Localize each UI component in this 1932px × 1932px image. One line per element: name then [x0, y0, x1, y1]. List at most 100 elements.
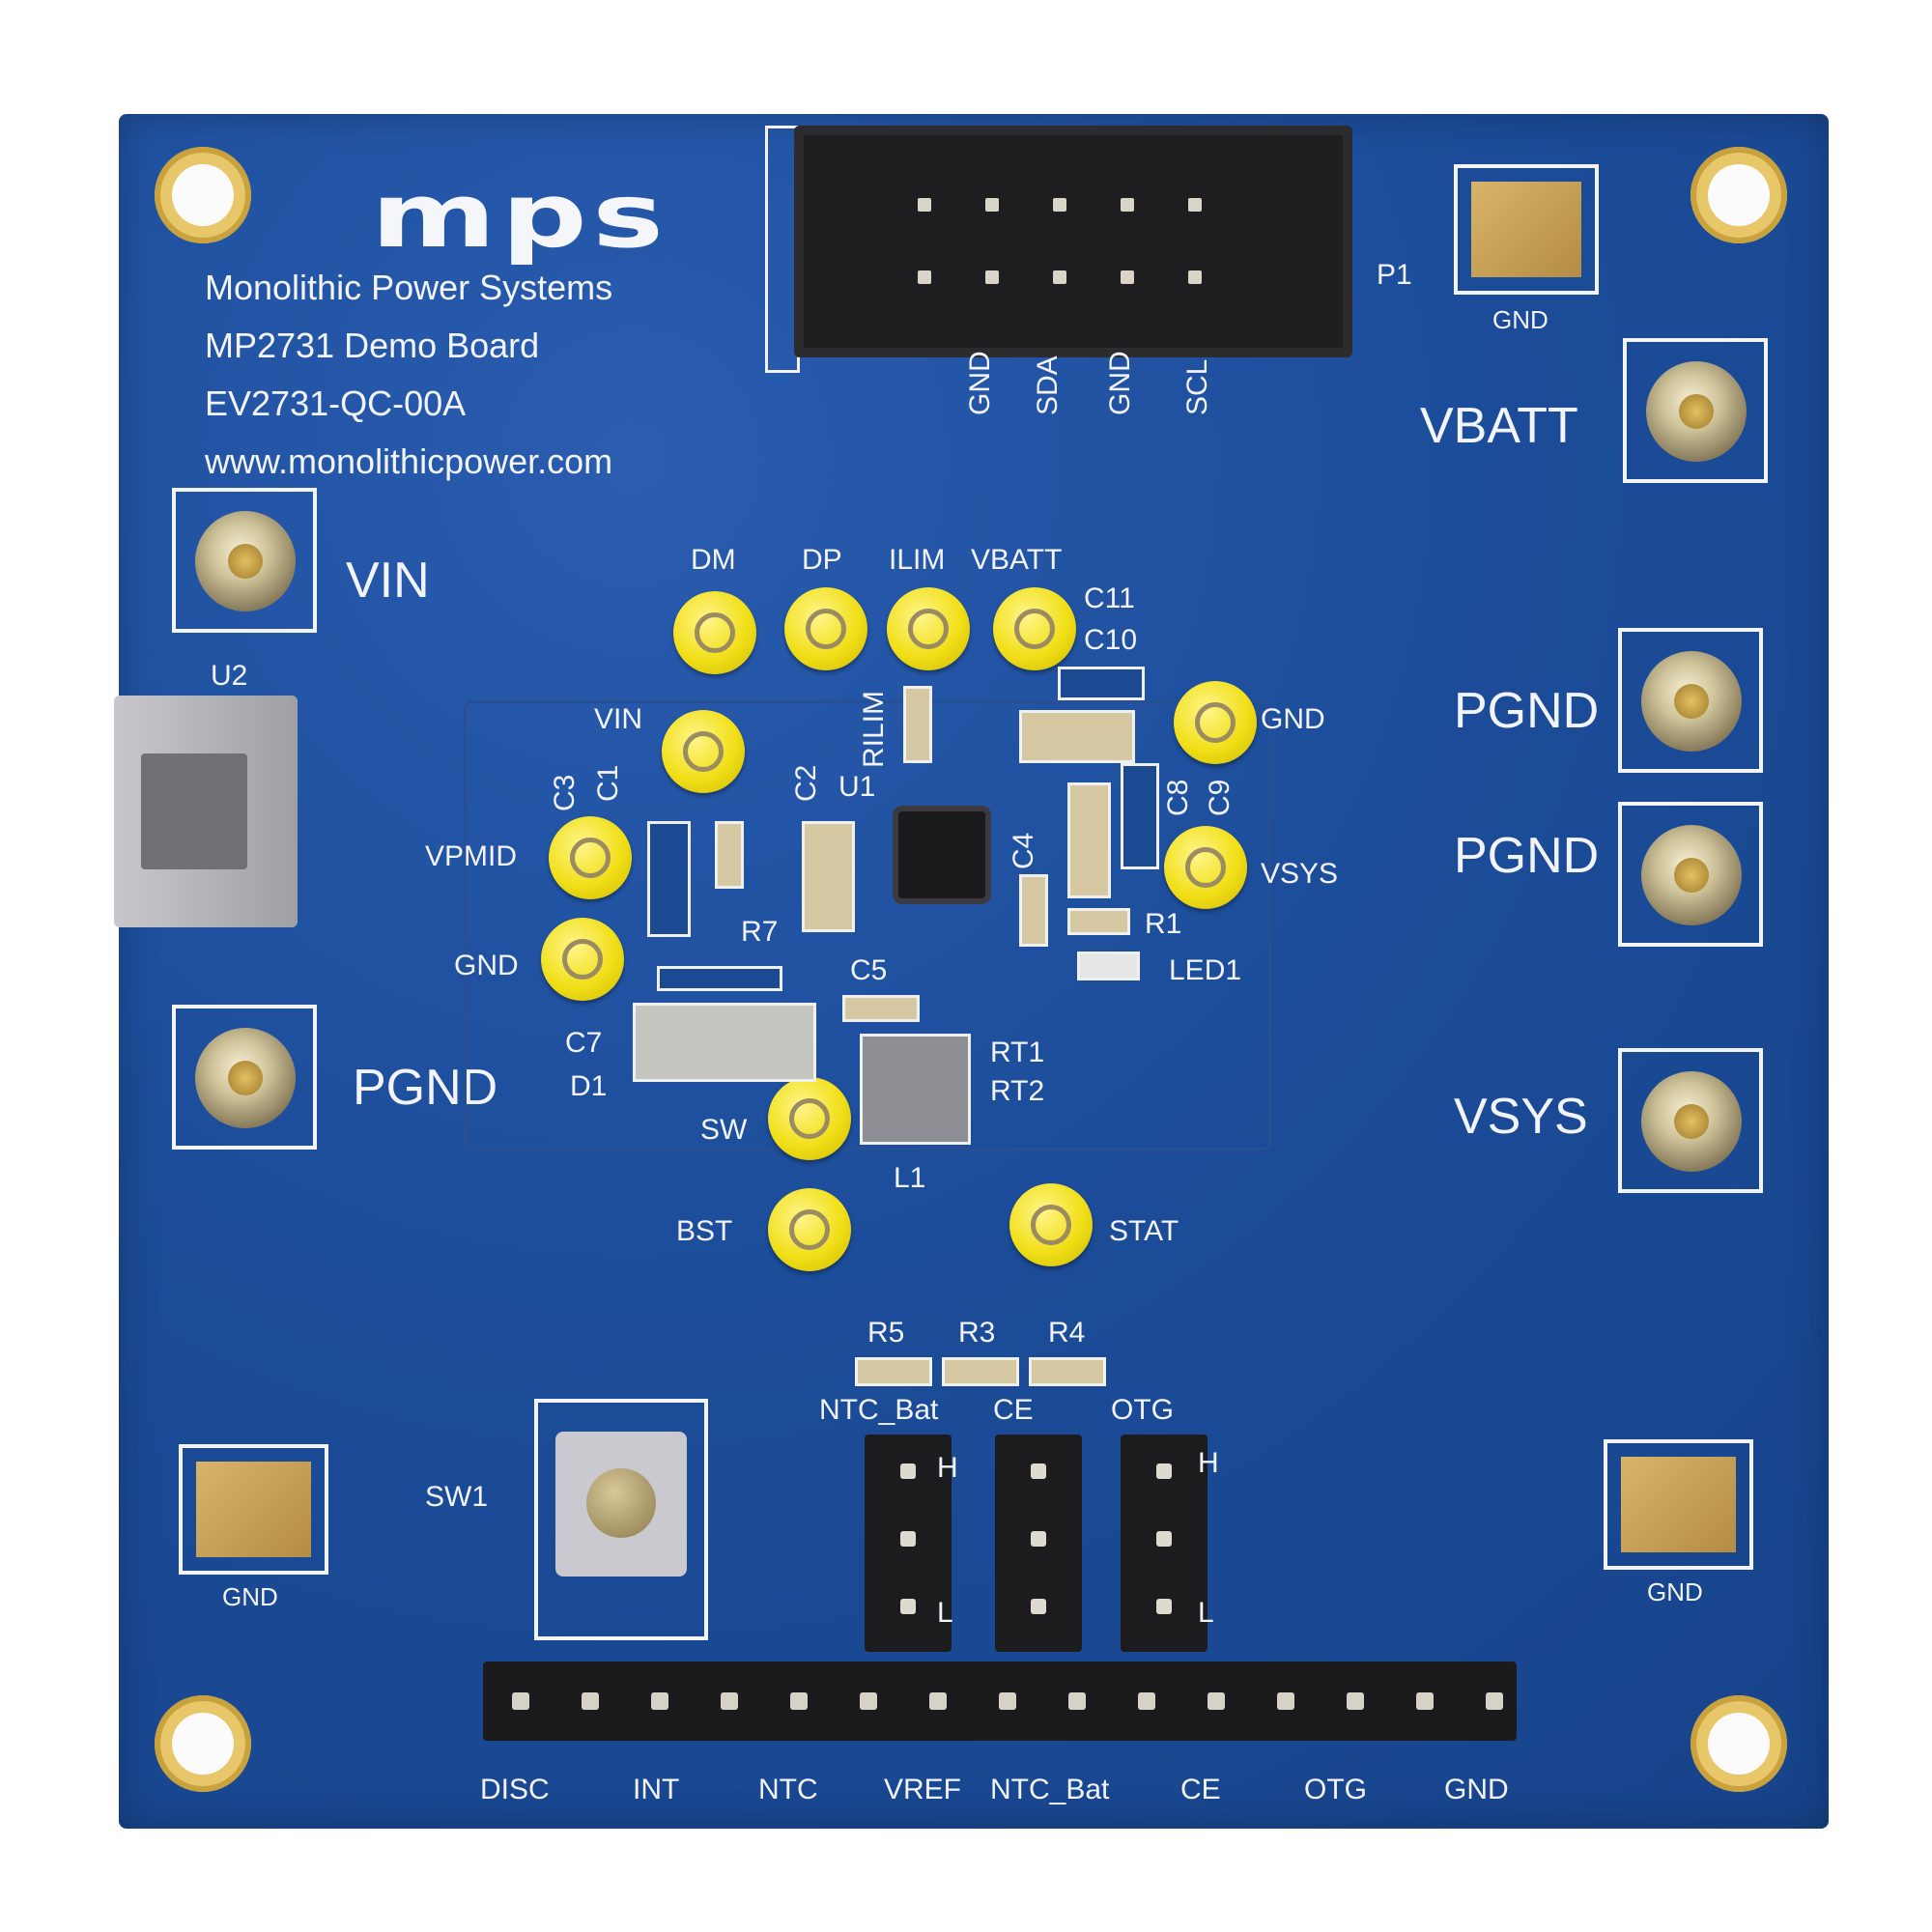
header-pin-int: INT [633, 1774, 680, 1805]
usb-connector[interactable] [114, 696, 298, 927]
test-point-dp[interactable] [784, 587, 867, 670]
d1-diode [633, 1003, 816, 1082]
vin-terminal[interactable] [172, 488, 317, 633]
u1-label: U1 [838, 771, 876, 803]
mounting-hole-bottom-left [155, 1695, 251, 1792]
test-point-ilim[interactable] [887, 587, 970, 670]
p1-pin-gnd-2: GND [1104, 351, 1136, 415]
r7-label: R7 [741, 916, 779, 948]
r5-label: R5 [867, 1317, 905, 1349]
board-url: www.monolithicpower.com [205, 441, 613, 481]
r3-label: R3 [958, 1317, 996, 1349]
test-point-vpmid[interactable] [549, 816, 632, 899]
c8-capacitor [1067, 782, 1111, 898]
header-pin-vref: VREF [884, 1774, 962, 1805]
gnd-pad-bottom-left[interactable] [179, 1444, 328, 1575]
jp2-jumper[interactable] [995, 1435, 1082, 1652]
test-point-vsys[interactable] [1164, 826, 1247, 909]
gnd-pad-top-label: GND [1492, 305, 1548, 334]
c5-capacitor [842, 995, 920, 1022]
pgnd-terminal-right-1-label: PGND [1454, 683, 1600, 739]
test-point-gnd-right-label: GND [1261, 703, 1325, 735]
p1-pin-sda: SDA [1032, 355, 1064, 415]
d1-label: D1 [570, 1070, 608, 1102]
header-pin-disc: DISC [480, 1774, 550, 1805]
c11-label: C11 [1084, 582, 1135, 614]
test-point-vin[interactable] [662, 710, 745, 793]
c1-capacitor [715, 821, 744, 889]
p1-label: P1 [1377, 259, 1412, 291]
pcb-board [119, 114, 1829, 1829]
vsys-terminal[interactable] [1618, 1048, 1763, 1193]
jp3-label: OTG [1111, 1394, 1174, 1426]
test-point-bst[interactable] [768, 1188, 851, 1271]
rt1-label: RT1 [990, 1037, 1045, 1068]
board-part-number: EV2731-QC-00A [205, 384, 467, 423]
test-point-vbatt[interactable] [993, 587, 1076, 670]
c4-capacitor [1019, 874, 1048, 947]
board-name: MP2731 Demo Board [205, 326, 540, 365]
jp1-h-label: H [937, 1452, 958, 1484]
mounting-hole-bottom-right [1690, 1695, 1787, 1792]
test-point-gnd-left[interactable] [541, 918, 624, 1001]
vbatt-terminal-label: VBATT [1420, 398, 1578, 454]
mounting-hole-top-left [155, 147, 251, 243]
u2-label: U2 [211, 660, 248, 692]
p1-pin-gnd-1: GND [964, 351, 996, 415]
sw1-pushbutton[interactable] [534, 1399, 708, 1640]
jp1-l-label: L [937, 1597, 953, 1629]
vsys-terminal-label: VSYS [1454, 1089, 1588, 1145]
test-point-gnd-left-label: GND [454, 950, 519, 981]
test-point-stat[interactable] [1009, 1183, 1093, 1266]
p1-pin-scl: SCL [1181, 358, 1213, 415]
gnd-pad-bottom-left-label: GND [222, 1582, 278, 1611]
jp3-jumper[interactable] [1121, 1435, 1208, 1652]
pgnd-terminal-right-2[interactable] [1618, 802, 1763, 947]
header-pin-ntc: NTC [758, 1774, 818, 1805]
pgnd-terminal-right-1[interactable] [1618, 628, 1763, 773]
r5-resistor [855, 1357, 932, 1386]
test-point-ilim-label: ILIM [889, 544, 946, 576]
test-point-gnd-right[interactable] [1174, 681, 1257, 764]
signal-header[interactable] [483, 1662, 1517, 1741]
gnd-pad-top[interactable] [1454, 164, 1599, 295]
c2-capacitor [802, 821, 855, 932]
jp2-label: CE [993, 1394, 1034, 1426]
jp3-l-label: L [1198, 1597, 1214, 1629]
l1-inductor [860, 1034, 971, 1145]
header-pin-gnd: GND [1444, 1774, 1509, 1805]
header-pin-ce: CE [1180, 1774, 1221, 1805]
c4-label: C4 [1008, 832, 1039, 869]
test-point-dm[interactable] [673, 591, 756, 674]
jp3-h-label: H [1198, 1447, 1219, 1479]
c10-label: C10 [1084, 624, 1138, 656]
led1-label: LED1 [1169, 954, 1242, 986]
test-point-bst-label: BST [676, 1215, 733, 1247]
r3-resistor [942, 1357, 1019, 1386]
c9-capacitor [1121, 763, 1159, 869]
rilim-label: RILIM [858, 690, 890, 768]
test-point-dp-label: DP [802, 544, 842, 576]
rilim-resistor [903, 686, 932, 763]
gnd-pad-bottom-right-label: GND [1647, 1577, 1703, 1606]
c5-label: C5 [850, 954, 888, 986]
r1-label: R1 [1145, 908, 1182, 940]
led1 [1077, 952, 1140, 980]
jp1-label: NTC_Bat [819, 1394, 939, 1426]
c9-label: C9 [1204, 779, 1236, 816]
test-point-vpmid-label: VPMID [425, 840, 518, 872]
gnd-pad-bottom-right[interactable] [1604, 1439, 1753, 1570]
c7-label: C7 [565, 1027, 603, 1059]
r4-resistor [1029, 1357, 1106, 1386]
jp1-jumper[interactable] [865, 1435, 952, 1652]
p1-header[interactable] [794, 126, 1352, 357]
test-point-sw[interactable] [768, 1077, 851, 1160]
test-point-sw-label: SW [700, 1114, 748, 1146]
pgnd-terminal-left[interactable] [172, 1005, 317, 1150]
mounting-hole-top-right [1690, 147, 1787, 243]
r7-resistor [657, 966, 782, 991]
r4-label: R4 [1048, 1317, 1086, 1349]
c8-label: C8 [1162, 779, 1194, 816]
vbatt-terminal[interactable] [1623, 338, 1768, 483]
rt2-label: RT2 [990, 1075, 1045, 1107]
